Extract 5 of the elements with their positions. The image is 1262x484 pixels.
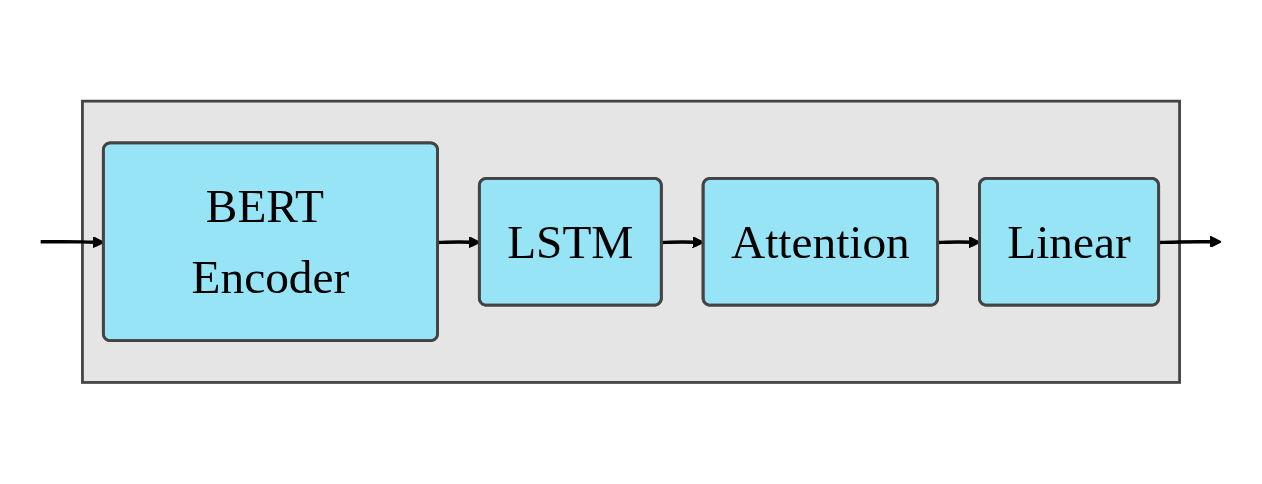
process-box: Linear: [978, 177, 1161, 307]
process-box: LSTM: [477, 177, 663, 307]
process-box: Attention: [701, 177, 940, 307]
process-box: BERT Encoder: [101, 141, 439, 343]
arrow: [1159, 235, 1222, 249]
